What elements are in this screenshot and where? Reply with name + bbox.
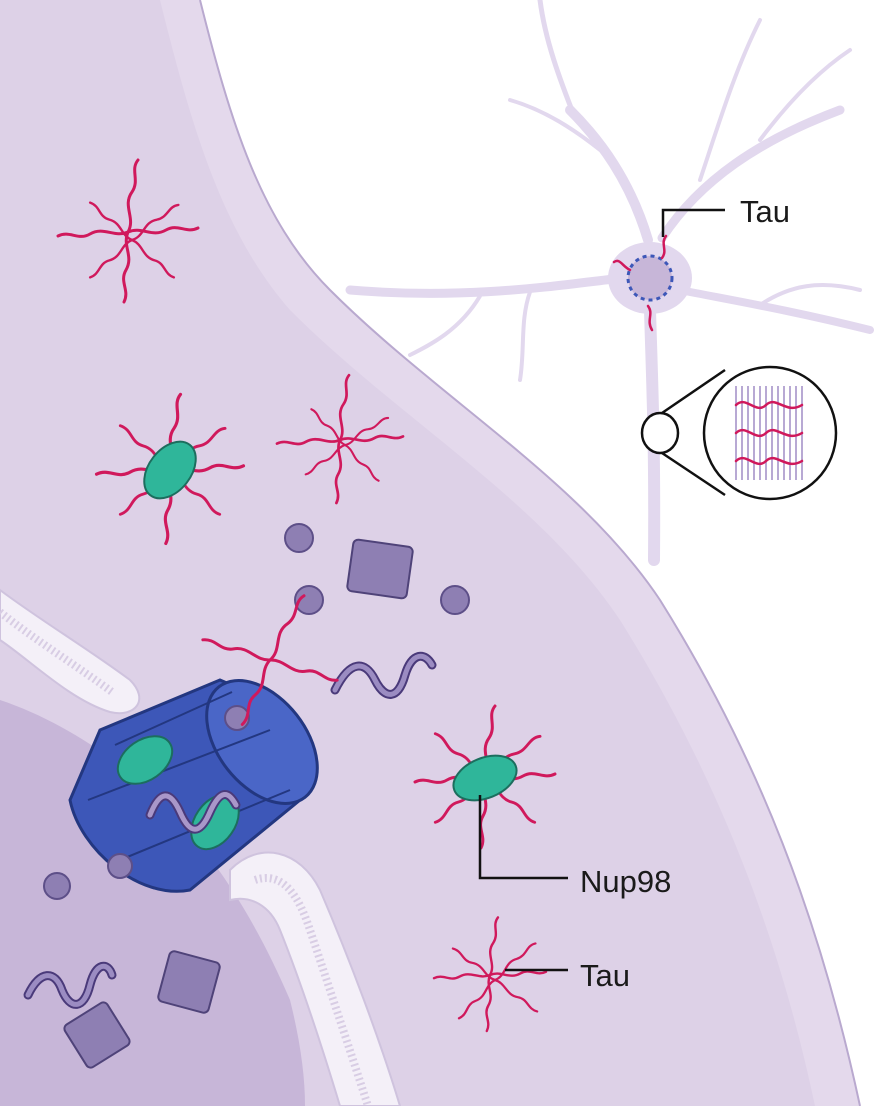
cargo-circles: [43, 523, 470, 900]
label-tau-cytoplasm: Tau: [580, 958, 630, 993]
neuron-nucleus: [626, 254, 674, 302]
label-tau-neuron: Tau: [740, 194, 790, 229]
cell-membrane-edge: [199, 0, 861, 1106]
nup98-tau-complex-lower: [389, 681, 582, 874]
rna-squiggles: [23, 651, 437, 1009]
leader-line-tau-neuron: [661, 208, 725, 237]
nup98-in-pore: [116, 735, 240, 851]
label-nup98: Nup98: [580, 864, 672, 899]
nuclear-envelope-upper: [0, 588, 141, 715]
axon-zoom-inset: [640, 365, 838, 501]
neuron-tau: [612, 234, 668, 332]
nup98-tau-complex-upper: [74, 373, 267, 566]
leader-line-nup98: [478, 795, 568, 880]
nuclear-envelope-lower: [229, 851, 402, 1106]
cargo-squares: [63, 538, 414, 1069]
